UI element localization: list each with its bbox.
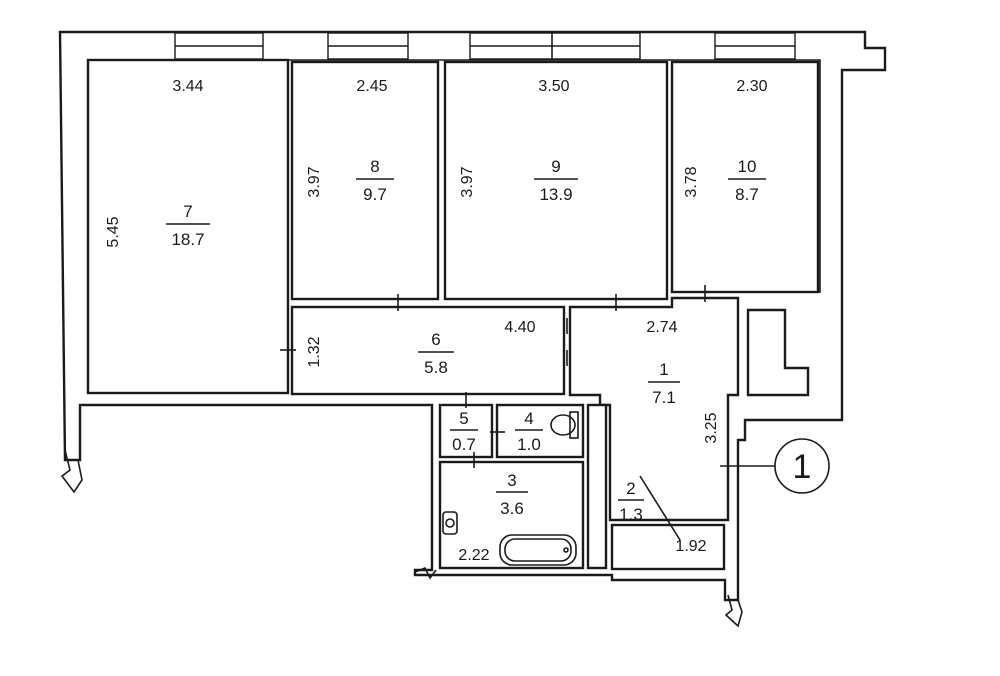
room-10 bbox=[670, 60, 820, 294]
room-3-label: 3 3.6 bbox=[496, 471, 528, 518]
room-8-label: 8 9.7 bbox=[356, 157, 394, 204]
room-area: 9.7 bbox=[363, 185, 387, 204]
room-4-label: 4 1.0 bbox=[515, 409, 543, 454]
room-area: 1.0 bbox=[517, 435, 541, 454]
room-5 bbox=[438, 403, 494, 459]
dim-room7-width: 3.44 bbox=[172, 78, 203, 95]
room-area: 13.9 bbox=[539, 185, 572, 204]
break-mark-entrance bbox=[414, 566, 437, 580]
room-area: 7.1 bbox=[652, 388, 676, 407]
break-mark-bottom bbox=[724, 594, 743, 628]
break-mark-left bbox=[60, 449, 83, 494]
toilet-icon bbox=[550, 411, 579, 439]
dim-room9-depth: 3.97 bbox=[459, 166, 476, 197]
room-number: 2 bbox=[626, 479, 635, 498]
room-number: 7 bbox=[183, 202, 192, 221]
room-number: 10 bbox=[738, 157, 757, 176]
utility-shaft bbox=[586, 403, 608, 570]
room-area: 8.7 bbox=[735, 185, 759, 204]
room-area: 5.8 bbox=[424, 358, 448, 377]
sink-icon bbox=[442, 511, 458, 535]
dim-room8-depth: 3.97 bbox=[306, 166, 323, 197]
room-3 bbox=[438, 460, 585, 570]
dim-room2-length: 1.92 bbox=[675, 538, 706, 555]
room-9-label: 9 13.9 bbox=[534, 157, 578, 204]
room-area: 3.6 bbox=[500, 499, 524, 518]
dim-room6-depth: 1.32 bbox=[306, 336, 323, 367]
section-marker-label: 1 bbox=[793, 448, 812, 486]
dim-room6-length: 4.40 bbox=[504, 319, 535, 336]
dim-room7-depth: 5.45 bbox=[105, 216, 122, 247]
room-number: 4 bbox=[524, 409, 533, 428]
room-number: 6 bbox=[431, 330, 440, 349]
room-4 bbox=[495, 403, 585, 459]
dim-room1-depth: 3.25 bbox=[703, 412, 720, 443]
room-area: 18.7 bbox=[171, 230, 204, 249]
room-7-label: 7 18.7 bbox=[166, 202, 210, 249]
room-6-label: 6 5.8 bbox=[418, 330, 454, 377]
dim-room10-depth: 3.78 bbox=[683, 166, 700, 197]
room-area: 0.7 bbox=[452, 435, 476, 454]
room-2 bbox=[610, 523, 726, 571]
room-5-label: 5 0.7 bbox=[450, 409, 478, 454]
room-area: 1.3 bbox=[619, 505, 643, 524]
room-number: 9 bbox=[551, 157, 560, 176]
room-7 bbox=[86, 58, 290, 395]
dimension-leader bbox=[639, 475, 681, 541]
room-10-label: 10 8.7 bbox=[728, 157, 766, 204]
dim-room9-width: 3.50 bbox=[538, 78, 569, 95]
windows-top bbox=[174, 32, 796, 60]
bathtub-icon bbox=[499, 534, 577, 566]
room-1-label: 1 7.1 bbox=[648, 360, 680, 407]
room-1 bbox=[568, 296, 740, 522]
room-9 bbox=[443, 60, 669, 301]
section-marker: 1 bbox=[745, 438, 830, 494]
door-marks bbox=[280, 285, 745, 468]
dim-room8-width: 2.45 bbox=[356, 78, 387, 95]
room-2-label: 2 1.3 bbox=[618, 479, 644, 524]
dim-room3-width: 2.22 bbox=[458, 547, 489, 564]
dim-room10-width: 2.30 bbox=[736, 78, 767, 95]
room-number: 3 bbox=[507, 471, 516, 490]
ventilation-duct bbox=[746, 308, 810, 397]
room-number: 5 bbox=[459, 409, 468, 428]
room-8 bbox=[290, 60, 440, 301]
room-number: 1 bbox=[659, 360, 668, 379]
dim-room1-width: 2.74 bbox=[646, 319, 677, 336]
room-number: 8 bbox=[370, 157, 379, 176]
